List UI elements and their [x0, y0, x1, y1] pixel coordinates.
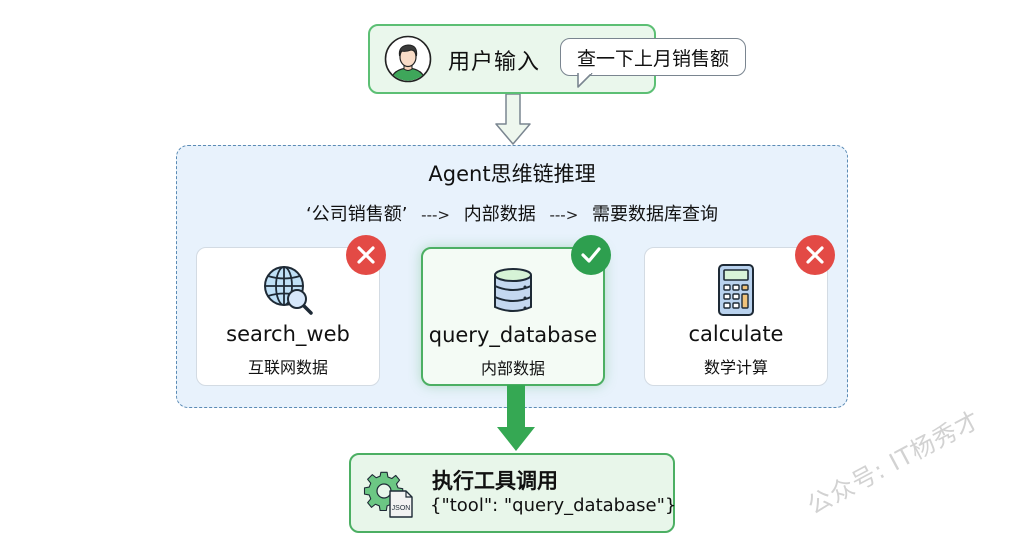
database-icon	[494, 268, 532, 312]
tool-description: 内部数据	[480, 359, 545, 378]
gear-json-icon: JSON	[363, 471, 413, 518]
watermark: 公众号: IT杨秀才	[802, 405, 986, 521]
dashed-arrow-icon: --->	[421, 206, 450, 224]
tool-description: 数学计算	[703, 358, 768, 377]
globe-search-icon	[264, 266, 313, 315]
execute-title: 执行工具调用	[432, 469, 558, 493]
user-input-label: 用户输入	[448, 50, 541, 75]
reasoning-chain: ‘公司销售额’ ---> 内部数据 ---> 需要数据库查询	[176, 200, 848, 226]
user-avatar-icon	[384, 35, 432, 83]
execute-tool-json: {"tool": "query_database"}	[430, 495, 677, 516]
flow-arrow-down-green	[497, 385, 535, 451]
tool-name: search_web	[226, 322, 350, 346]
selected-check-icon	[571, 235, 611, 275]
tool-card-search-web[interactable]: search_web 互联网数据	[196, 247, 380, 386]
agent-panel-title: Agent思维链推理	[428, 162, 596, 186]
user-message-bubble: 查一下上月销售额	[560, 38, 746, 76]
tool-name: query_database	[428, 323, 598, 347]
bubble-tail	[577, 73, 593, 88]
tool-card-query-database[interactable]: query_database 内部数据	[421, 247, 605, 386]
calculator-icon	[718, 264, 754, 316]
tool-card-calculate[interactable]: calculate 数学计算	[644, 247, 828, 386]
tool-name: calculate	[688, 322, 784, 346]
flow-arrow-down-hollow	[495, 94, 531, 145]
rejected-x-icon	[795, 235, 835, 275]
chain-step-3: 需要数据库查询	[592, 204, 718, 225]
rejected-x-icon	[346, 235, 386, 275]
chain-step-1: ‘公司销售额’	[305, 204, 408, 225]
chain-step-2: 内部数据	[463, 204, 536, 225]
svg-text:JSON: JSON	[392, 505, 411, 512]
dashed-arrow-icon: --->	[549, 206, 579, 224]
tool-description: 互联网数据	[247, 358, 328, 377]
